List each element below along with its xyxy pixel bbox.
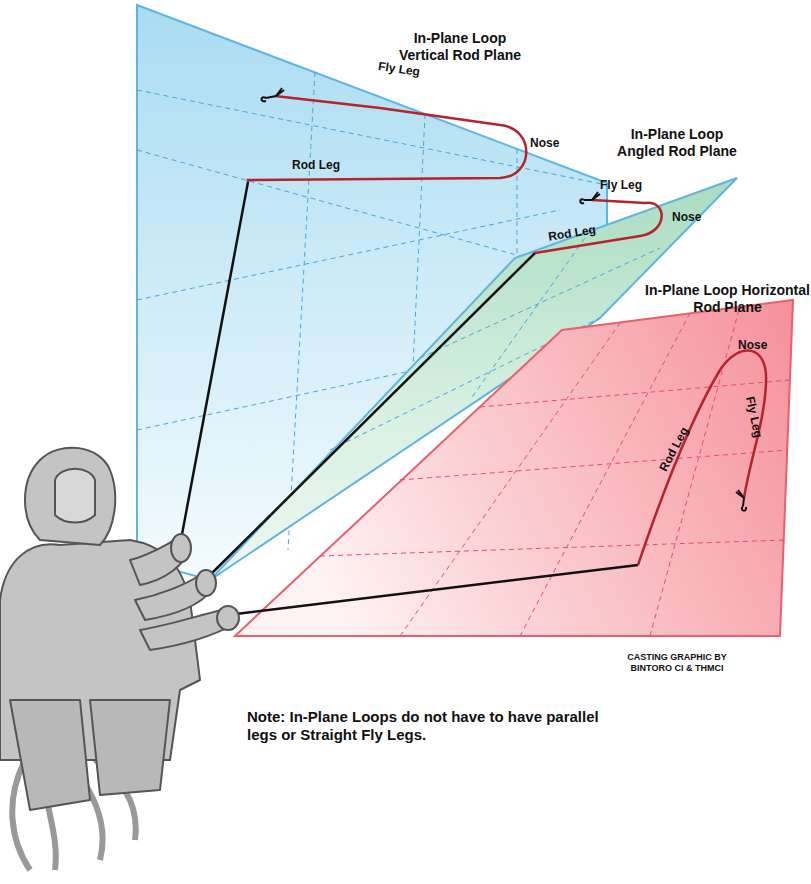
- note-text: Note: In-Plane Loops do not have to have…: [247, 708, 617, 744]
- loop-part-label: Fly Leg: [600, 178, 660, 192]
- credit-text: CASTING GRAPHIC BY BINTORO CI & THMCI: [612, 652, 742, 674]
- loop-part-label: Rod Leg: [292, 158, 352, 172]
- angler-figure: [0, 448, 239, 870]
- loop-part-label: Nose: [530, 136, 570, 150]
- fly-symbol: [262, 88, 747, 511]
- plane-heading: In-Plane Loop Vertical Rod Plane: [390, 30, 530, 64]
- plane-heading: In-Plane Loop Angled Rod Plane: [612, 126, 742, 160]
- plane-heading: In-Plane Loop Horizontal Rod Plane: [645, 282, 810, 316]
- fly-line-loop: [248, 96, 766, 565]
- loop-part-label: Nose: [738, 338, 778, 352]
- loop-part-label: Nose: [672, 210, 712, 224]
